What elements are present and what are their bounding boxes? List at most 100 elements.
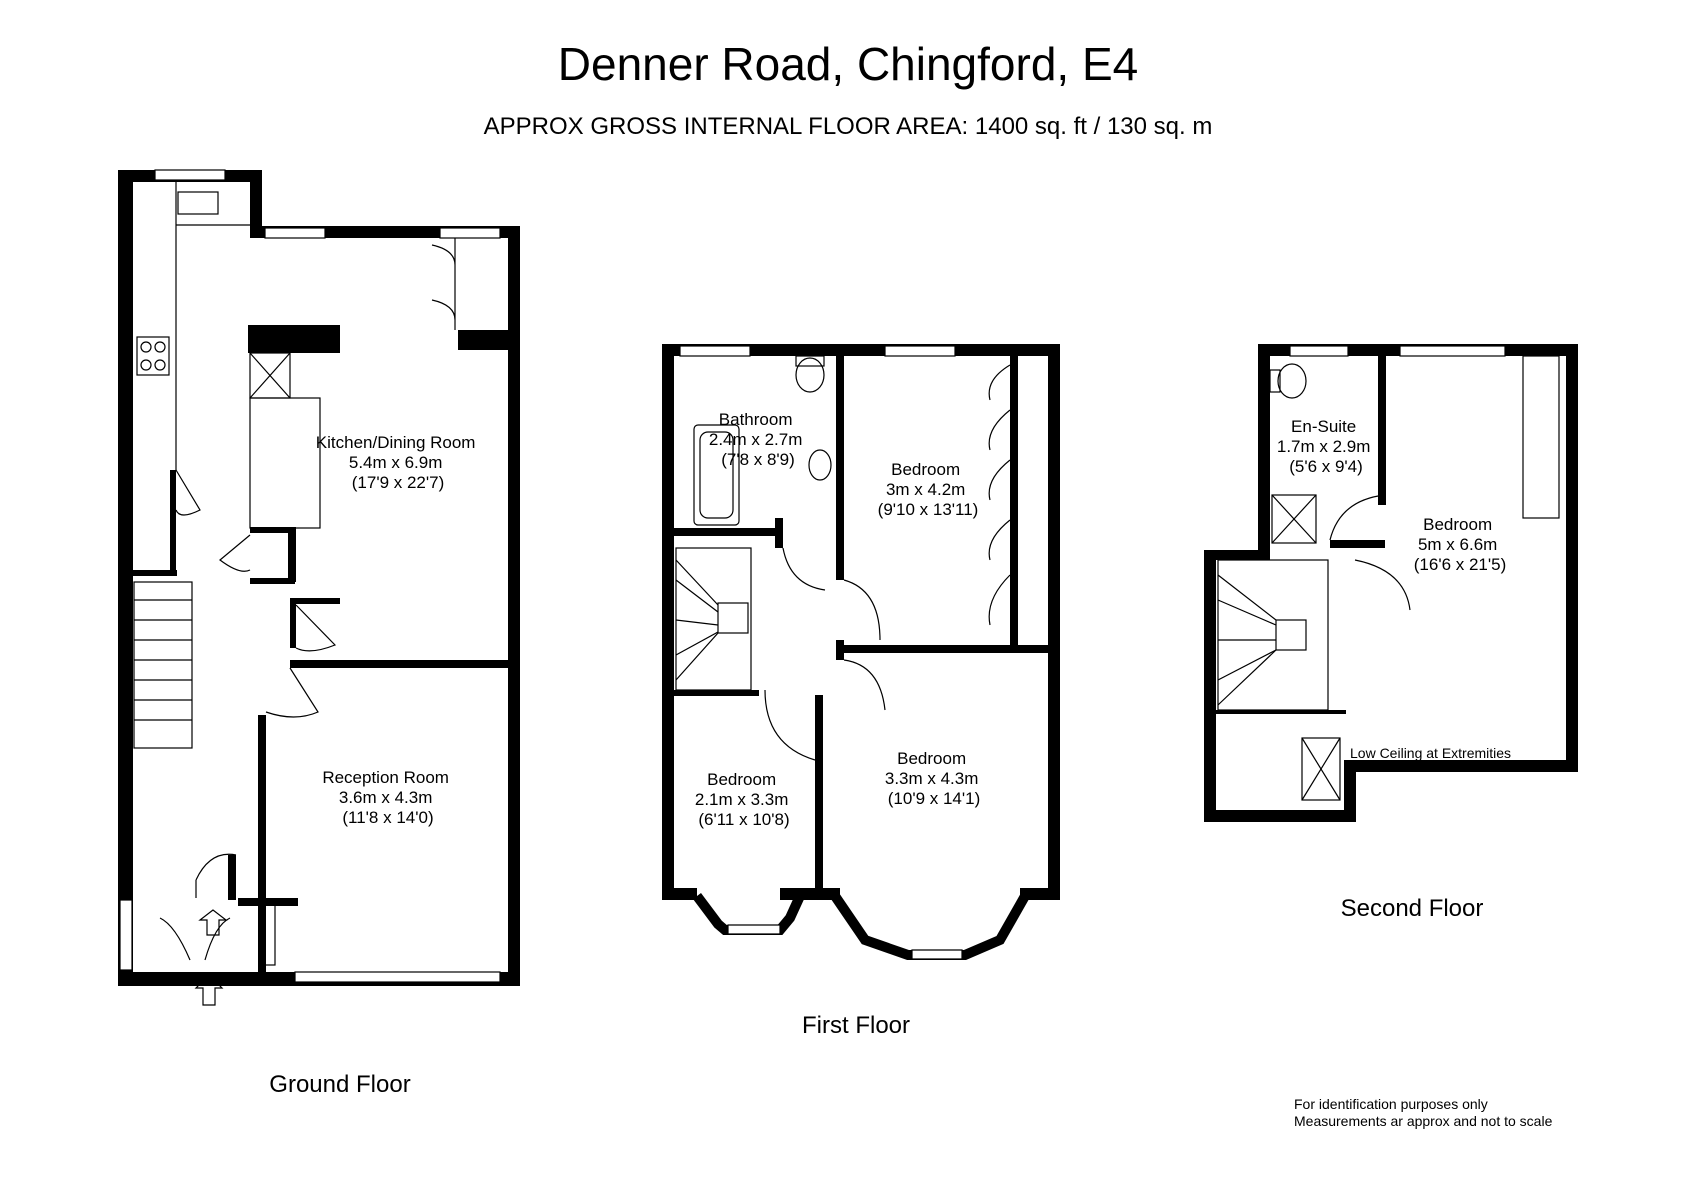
bed1-door-swing bbox=[843, 579, 881, 641]
second-wall-left bbox=[1204, 550, 1216, 822]
first-wall-right bbox=[1048, 344, 1060, 899]
reception-label: Reception Room 3.6m x 4.3m (11'8 x 14'0) bbox=[322, 768, 453, 827]
first-wardrobe-wall bbox=[1010, 355, 1018, 650]
entrance-arrow-icon bbox=[198, 909, 228, 936]
first-bay-large bbox=[830, 893, 1030, 960]
ground-wall-porch-2 bbox=[228, 855, 236, 900]
first-window-bath bbox=[679, 345, 751, 357]
disclaimer-line-2: Measurements ar approx and not to scale bbox=[1294, 1113, 1553, 1129]
first-wall-bottom-right bbox=[1020, 888, 1060, 900]
second-wardrobe bbox=[1522, 355, 1560, 519]
ground-wall-utility bbox=[250, 527, 295, 533]
second-toilet-icon bbox=[1277, 363, 1307, 399]
ground-wall-hall-top bbox=[290, 598, 340, 604]
ground-wall-utility-right bbox=[458, 330, 518, 350]
utility-doors bbox=[431, 238, 456, 330]
bedroom-rear-label: Bedroom 3m x 4.2m (9'10 x 13'11) bbox=[878, 460, 979, 519]
entrance-arrow-icon-2 bbox=[194, 974, 224, 1006]
first-wall-bottom-mid bbox=[780, 888, 840, 900]
bedroom-small-label: Bedroom 2.1m x 3.3m (6'11 x 10'8) bbox=[695, 770, 793, 829]
first-floor-label: First Floor bbox=[802, 1012, 910, 1039]
second-bedroom-label: Bedroom 5m x 6.6m (16'6 x 21'5) bbox=[1414, 515, 1507, 574]
second-bed-door-swing bbox=[1354, 559, 1411, 611]
first-wall-bedroom-divide bbox=[815, 695, 823, 895]
ensuite-door-swing bbox=[1329, 494, 1386, 541]
basin-icon bbox=[808, 449, 832, 481]
utility-door-swing bbox=[219, 534, 251, 572]
first-stairs bbox=[675, 547, 752, 691]
low-ceiling-note: Low Ceiling at Extremities bbox=[1350, 745, 1511, 761]
second-window-ensuite bbox=[1289, 345, 1349, 357]
second-wall-bottom-right bbox=[1344, 760, 1578, 772]
ground-window-rear bbox=[154, 169, 226, 181]
bathroom-label: Bathroom 2.4m x 2.7m (7'8 x 8'9) bbox=[709, 410, 807, 469]
bed3-door-swing bbox=[764, 689, 816, 761]
first-wall-left bbox=[662, 344, 674, 899]
second-wall-ensuite-bottom bbox=[1330, 540, 1385, 548]
chimney-breast bbox=[248, 325, 340, 353]
entrance-door-swing bbox=[159, 917, 231, 961]
ground-wall-hall bbox=[290, 598, 296, 648]
ground-wall-under-stairs bbox=[132, 570, 177, 576]
ground-porch-window bbox=[119, 899, 133, 971]
second-wall-left-upper bbox=[1258, 344, 1270, 559]
second-stairs bbox=[1217, 559, 1329, 711]
first-wall-landing bbox=[836, 640, 844, 660]
plan-title: Denner Road, Chingford, E4 bbox=[557, 38, 1139, 90]
ensuite-label: En-Suite 1.7m x 2.9m (5'6 x 9'4) bbox=[1277, 417, 1375, 476]
floor-area-subtitle: APPROX GROSS INTERNAL FLOOR AREA: 1400 s… bbox=[483, 113, 1213, 140]
first-wall-top bbox=[662, 344, 1060, 356]
toilet-icon bbox=[795, 357, 825, 393]
ground-porch-window-2 bbox=[264, 904, 276, 966]
ground-floor-plan: Kitchen/Dining Room 5.4m x 6.9m (17'9 x … bbox=[118, 169, 520, 1098]
cupboard-door-swing bbox=[175, 469, 201, 516]
disclaimer-line-1: For identification purposes only bbox=[1294, 1096, 1488, 1112]
first-wall-bottom-left bbox=[662, 888, 697, 900]
ground-window-top bbox=[264, 227, 326, 239]
second-floor-plan: En-Suite 1.7m x 2.9m (5'6 x 9'4) Bedroom… bbox=[1204, 344, 1578, 922]
first-wall-bath-door bbox=[775, 518, 783, 548]
ground-wall-reception-top bbox=[290, 660, 518, 668]
ground-wall-utility-2 bbox=[288, 527, 296, 582]
first-wall-bed-bottom bbox=[836, 645, 1056, 653]
first-wall-stairs-bottom bbox=[674, 690, 759, 696]
first-floor-plan: Bathroom 2.4m x 2.7m (7'8 x 8'9) Bedroom… bbox=[662, 344, 1060, 1039]
ground-wall-left bbox=[118, 170, 133, 985]
bath-door-swing bbox=[782, 547, 826, 591]
front-door-swing bbox=[195, 853, 237, 898]
ground-stairs bbox=[133, 581, 193, 749]
kitchen-door-swing bbox=[295, 604, 337, 652]
first-window-bed bbox=[884, 345, 956, 357]
second-wall-right bbox=[1566, 344, 1578, 772]
ground-wall-step bbox=[250, 170, 262, 238]
ground-window-top-2 bbox=[439, 227, 501, 239]
reception-door-swing bbox=[265, 667, 319, 718]
first-wall-bed-left bbox=[836, 355, 844, 580]
ground-wall-utility-3 bbox=[250, 578, 295, 584]
bed2-door-swing bbox=[843, 659, 886, 711]
bedroom-front-label: Bedroom 3.3m x 4.3m (10'9 x 14'1) bbox=[885, 749, 983, 808]
ground-wall-right bbox=[508, 226, 520, 986]
second-wall-bottom bbox=[1204, 810, 1356, 822]
kitchen-label: Kitchen/Dining Room 5.4m x 6.9m (17'9 x … bbox=[316, 433, 480, 492]
first-wall-bath-bottom bbox=[674, 528, 782, 536]
ground-wall-reception-left bbox=[258, 715, 266, 975]
second-wall-step bbox=[1344, 760, 1356, 822]
ground-wall-cupboard bbox=[170, 470, 176, 575]
hob-icon bbox=[136, 336, 170, 376]
velux-window-icon bbox=[1301, 737, 1341, 801]
kitchen-counter bbox=[175, 182, 250, 470]
second-wall-stair-top bbox=[1204, 550, 1270, 560]
second-window-bed bbox=[1399, 345, 1506, 357]
sink-icon bbox=[177, 191, 219, 215]
bath-icon bbox=[693, 424, 740, 526]
island-unit bbox=[249, 397, 321, 529]
second-wall-stair-bottom bbox=[1216, 710, 1346, 714]
ground-wall-porch bbox=[238, 898, 298, 906]
shower-icon bbox=[1271, 494, 1317, 544]
second-floor-label: Second Floor bbox=[1341, 895, 1484, 922]
ground-floor-label: Ground Floor bbox=[269, 1071, 410, 1098]
wardrobe-doors bbox=[988, 364, 1011, 626]
ground-bay-window bbox=[294, 971, 501, 983]
